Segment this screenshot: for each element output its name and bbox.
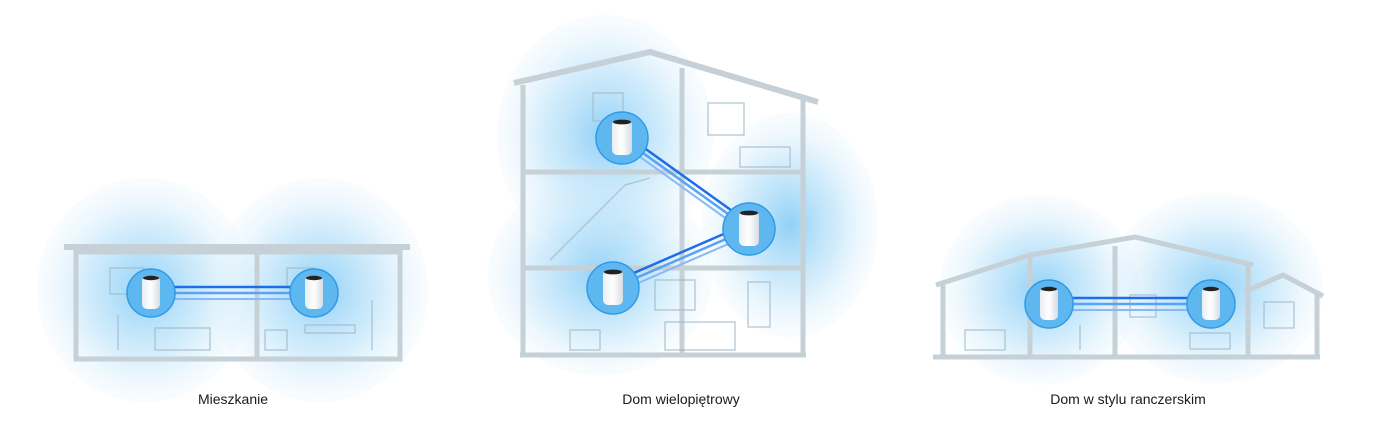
backhaul-links — [1049, 296, 1211, 311]
mesh-node-icon — [595, 111, 649, 165]
apartment-furniture — [109, 267, 373, 351]
coverage-bubbles — [37, 178, 428, 402]
caption-apartment: Mieszkanie — [197, 391, 269, 407]
mesh-node-icon — [126, 268, 176, 318]
caption-ranch: Dom w stylu ranczerskim — [1050, 391, 1206, 407]
apartment-walls — [64, 244, 410, 362]
scene-multi-storey — [488, 15, 878, 375]
scene-apartment — [37, 178, 428, 402]
ranch-walls — [933, 234, 1325, 360]
ranch-furniture — [964, 294, 1295, 351]
mesh-node-icon — [722, 202, 776, 256]
house-walls — [513, 48, 819, 358]
house-furniture — [549, 92, 791, 351]
mesh-node-icon — [1024, 279, 1074, 329]
backhaul-links — [151, 285, 314, 300]
mesh-node-icon — [586, 261, 640, 315]
scene-ranch — [933, 193, 1325, 385]
caption-multi-storey: Dom wielopiętrowy — [622, 391, 740, 407]
mesh-node-icon — [1186, 279, 1236, 329]
mesh-node-icon — [289, 268, 339, 318]
